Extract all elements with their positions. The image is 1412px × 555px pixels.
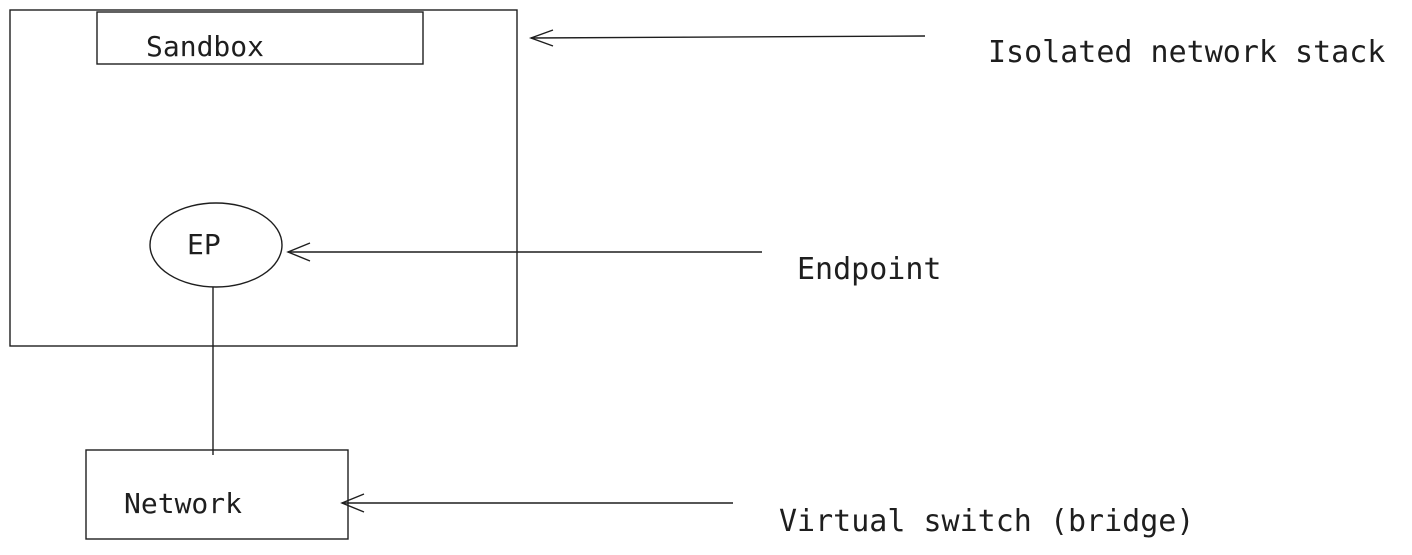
isolated-stack-annotation: Isolated network stack: [988, 35, 1386, 70]
endpoint-node-label: EP: [187, 228, 221, 261]
arrow-virtual-switch: [340, 493, 733, 513]
network-box: [85, 449, 349, 540]
virtual-switch-annotation: Virtual switch (bridge): [779, 504, 1195, 539]
container-box: [9, 9, 518, 347]
arrow-endpoint: [286, 242, 762, 262]
sandbox-label: Sandbox: [146, 30, 265, 63]
endpoint-annotation: Endpoint: [797, 252, 942, 287]
network-label: Network: [124, 487, 243, 520]
endpoint-ellipse: [149, 202, 283, 288]
arrow-isolated-stack: [528, 29, 926, 47]
sandbox-box: [96, 11, 424, 65]
